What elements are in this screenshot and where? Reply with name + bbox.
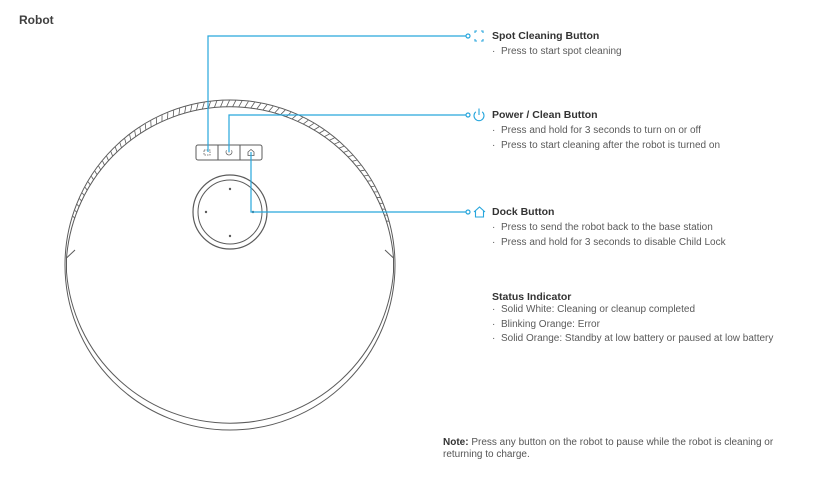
power-icon	[473, 108, 485, 122]
note: Note: Press any button on the robot to p…	[443, 437, 783, 460]
leader-lines	[207, 33, 471, 215]
robot-top-cover	[192, 174, 268, 250]
status-desc-3: ·Solid Orange: Standby at low battery or…	[492, 333, 774, 344]
spot-cleaning-title: Spot Cleaning Button	[492, 30, 600, 42]
dock-desc-1: ·Press to send the robot back to the bas…	[492, 222, 713, 233]
dock-title: Dock Button	[492, 206, 555, 218]
status-desc-2: ·Blinking Orange: Error	[492, 318, 600, 330]
spot-cleaning-desc: ·Press to start spot cleaning	[492, 46, 622, 57]
power-clean-desc-2: ·Press to start cleaning after the robot…	[492, 139, 721, 151]
home-icon	[473, 206, 486, 218]
dock-desc-2: ·Press and hold for 3 seconds to disable…	[492, 236, 726, 248]
spot-cleaning-icon	[474, 30, 484, 42]
dock-leader-line	[250, 152, 466, 213]
power-clean-callout: Power / Clean Button ·Press and hold for…	[492, 109, 720, 153]
dock-callout: Dock Button ·Press to send the robot bac…	[492, 206, 726, 250]
spot-leader-line	[207, 35, 466, 152]
robot-body	[66, 106, 394, 424]
status-indicator-callout: Status Indicator ·Solid White: Cleaning …	[492, 291, 773, 347]
spot-cleaning-button[interactable]	[203, 149, 211, 156]
section-title: Robot	[19, 13, 54, 27]
power-clean-title: Power / Clean Button	[492, 109, 598, 121]
power-leader-line	[228, 114, 466, 152]
note-label: Note:	[443, 437, 469, 448]
power-clean-desc-1: ·Press and hold for 3 seconds to turn on…	[492, 125, 701, 136]
note-text: Press any button on the robot to pause w…	[443, 437, 774, 460]
status-indicator-title: Status Indicator	[492, 291, 572, 303]
status-desc-1: ·Solid White: Cleaning or cleanup comple…	[492, 304, 695, 315]
spot-cleaning-callout: Spot Cleaning Button ·Press to start spo…	[492, 30, 622, 60]
dock-button[interactable]	[247, 148, 255, 156]
